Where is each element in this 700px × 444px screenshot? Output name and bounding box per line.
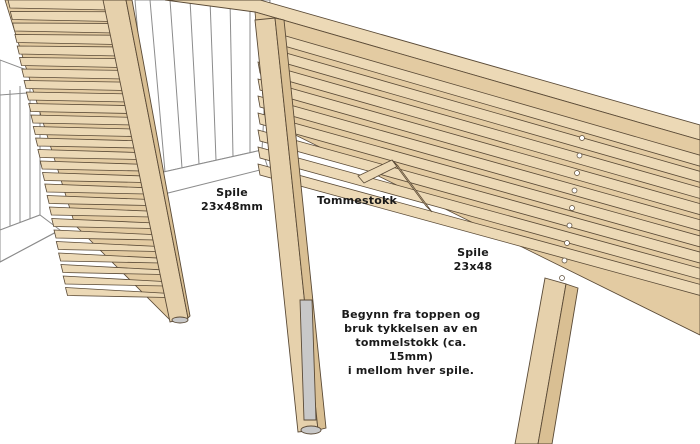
screw-head (564, 240, 570, 246)
right-slat (257, 61, 700, 199)
right-slat (257, 163, 700, 296)
instruction-line: bruk tykkelsen av en (344, 322, 478, 335)
screw-head (571, 187, 578, 194)
right-slat (257, 95, 700, 232)
left-slat (9, 11, 113, 22)
screw-head (574, 170, 580, 176)
tommestokk-ruler (357, 159, 433, 213)
left-slat (7, 0, 111, 11)
right-slat-panel (254, 11, 700, 336)
left-slat (16, 45, 120, 57)
left-slat (21, 68, 125, 80)
screw-head (559, 275, 565, 281)
instruction-line: i mellom hver spile. (347, 364, 475, 377)
tommestokk-label: Tommestokk (317, 194, 397, 207)
instruction-text: Begynn fra toppen og bruk tykkelsen av e… (336, 308, 486, 378)
screw-heads (559, 135, 585, 281)
instruction-line: Begynn fra toppen og (341, 308, 481, 321)
center-post (254, 17, 327, 435)
left-slat (14, 34, 118, 45)
screw-head (569, 205, 575, 211)
left-slat (23, 80, 127, 91)
left-slat (25, 91, 129, 103)
screw-head (566, 222, 573, 229)
left-slat (12, 22, 116, 34)
spile-left-label: Spile 23x48mm (200, 186, 264, 213)
right-slat (257, 129, 700, 264)
screw-head (561, 257, 568, 264)
right-slat (257, 112, 700, 248)
left-post (102, 0, 191, 324)
spile-right-label: Spile 23x48 (453, 246, 493, 273)
left-slat (18, 57, 123, 68)
left-slat (28, 103, 132, 114)
right-slat (257, 78, 700, 216)
right-post (514, 277, 579, 444)
screw-head (576, 152, 583, 159)
instruction-line: tommelstokk (ca. 15mm) (355, 336, 467, 363)
top-beam (164, 0, 700, 141)
screw-head (579, 135, 585, 141)
